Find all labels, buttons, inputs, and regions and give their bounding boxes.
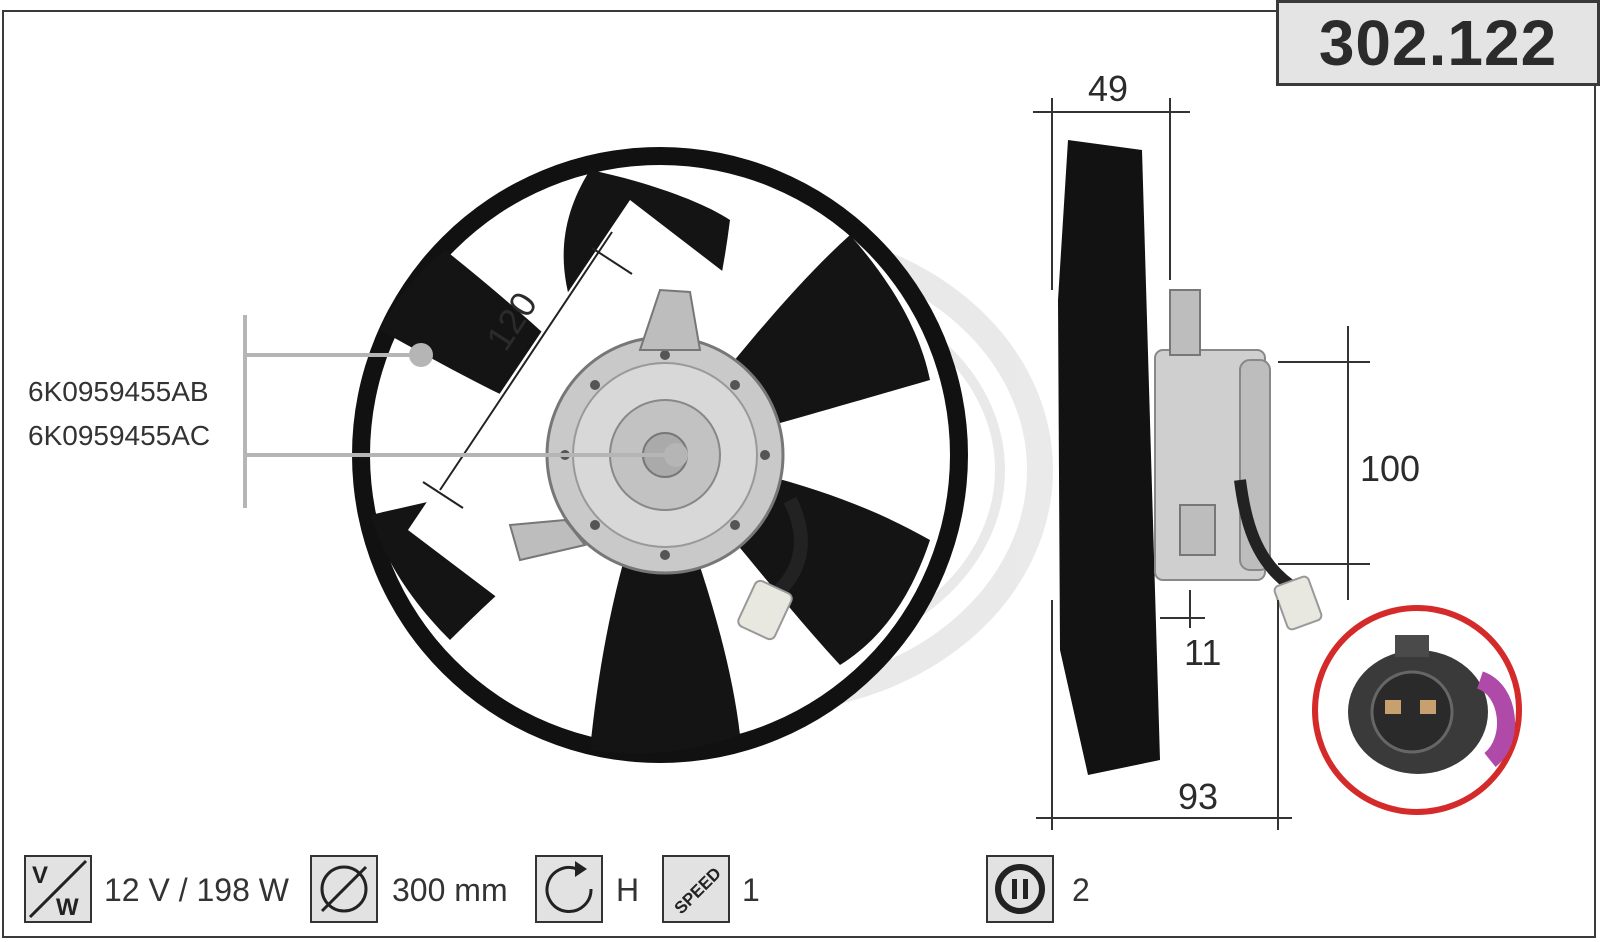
part-number: 302.122 [1276, 0, 1600, 86]
dim-motor-height: 100 [1360, 448, 1421, 489]
dim-offset: 11 [1184, 632, 1222, 673]
side-dimension-lines [1033, 98, 1370, 830]
oem-code-2: 6K0959455AC [28, 420, 211, 451]
oem-code-1: 6K0959455AB [28, 376, 209, 407]
spec-voltage-watt: 12 V / 198 W [104, 872, 289, 908]
dim-fan-depth: 49 [1088, 68, 1129, 109]
connector-detail [1312, 605, 1522, 815]
spec-diameter: 300 mm [392, 872, 508, 908]
connector-pins-icon [986, 855, 1054, 923]
speed-icon: SPEED [662, 855, 730, 923]
spec-connector-pins: 2 [1072, 872, 1090, 908]
dimension-120-line [422, 231, 633, 509]
svg-text:V: V [32, 862, 48, 889]
diameter-icon [310, 855, 378, 923]
page-frame [2, 10, 1596, 938]
rotation-direction-icon [535, 855, 603, 923]
speed-icon-text: SPEED [671, 864, 725, 918]
spec-rotation: H [616, 872, 640, 908]
spec-speed: 1 [742, 872, 760, 908]
svg-text:W: W [56, 894, 79, 921]
dim-total-depth: 93 [1178, 776, 1219, 817]
fan-side-view [1058, 140, 1323, 775]
oem-leader-lines [243, 315, 675, 508]
voltage-watt-icon: V W [24, 855, 92, 923]
